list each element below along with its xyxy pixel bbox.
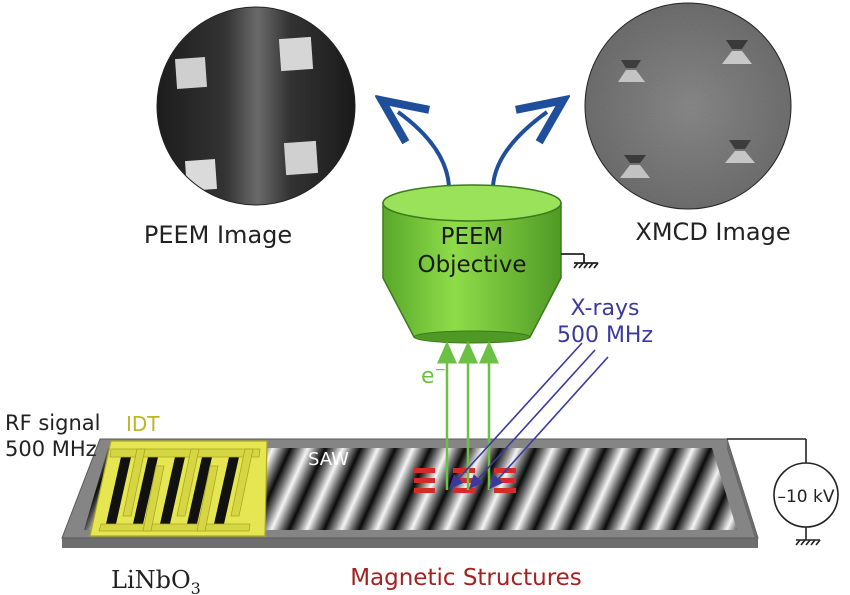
magnetic-structures-label: Magnetic Structures <box>350 565 582 591</box>
saw-label: SAW <box>308 449 349 470</box>
xray-beams <box>448 342 609 490</box>
peem-square <box>174 56 208 90</box>
peem-square <box>184 158 218 192</box>
emission-arrow-right <box>491 112 547 187</box>
objective-ground-icon <box>561 253 599 269</box>
rf-frequency-label: 500 MHz <box>5 437 97 461</box>
emission-arrow-left <box>398 112 451 187</box>
peem-square <box>283 140 319 176</box>
objective-label-line1: PEEM <box>441 224 504 250</box>
xrays-frequency: 500 MHz <box>557 323 653 348</box>
xmcd-domain <box>725 140 755 163</box>
peem-objective: PEEM Objective <box>382 184 562 344</box>
xmcd-domain <box>722 40 752 64</box>
peem-image: PEEM Image <box>144 6 356 249</box>
peem-caption: PEEM Image <box>144 221 292 249</box>
xmcd-domain <box>620 155 650 178</box>
objective-label-line2: Objective <box>417 252 526 278</box>
idt-label: IDT <box>126 412 160 436</box>
peem-square <box>278 36 314 72</box>
voltage-circuit <box>727 438 821 546</box>
xrays-label: X-rays <box>571 296 640 321</box>
substrate-label: LiNbO3 <box>111 566 201 595</box>
idt-electrode <box>89 440 268 537</box>
xmcd-caption: XMCD Image <box>635 218 790 246</box>
voltage-label: –10 kV <box>777 487 834 507</box>
rf-signal-label: RF signal <box>5 411 100 435</box>
xmcd-image: XMCD Image <box>584 2 792 246</box>
xmcd-domain <box>618 60 645 82</box>
voltage-source: –10 kV <box>773 462 839 528</box>
electron-label: e− <box>421 362 446 389</box>
